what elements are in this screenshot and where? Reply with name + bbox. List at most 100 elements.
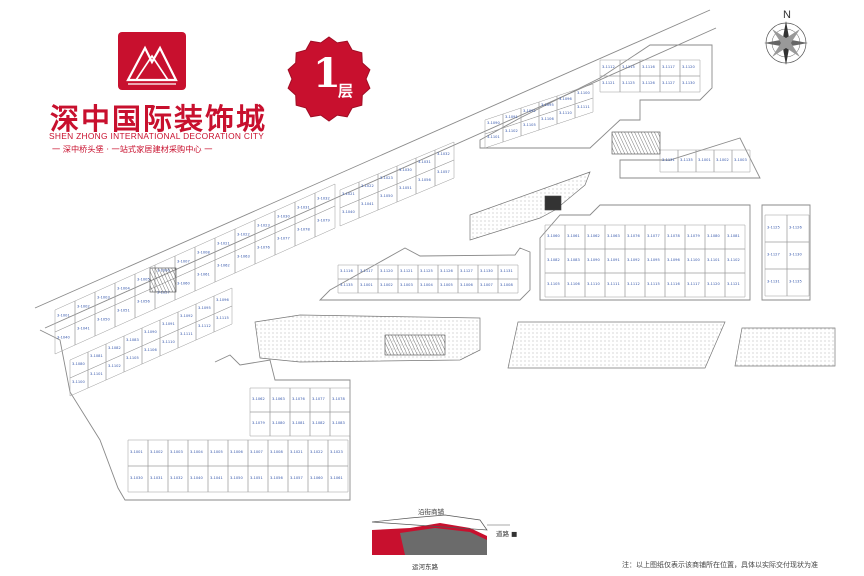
shop-unit[interactable]: [434, 159, 455, 187]
shop-unit-label: 3-1060: [310, 476, 323, 480]
shop-unit-label: 3-1125: [622, 81, 635, 85]
shop-unit-label: 3-1116: [667, 282, 680, 286]
shop-unit-label: 3-1121: [400, 269, 413, 273]
shop-unit-label: 3-1001: [57, 314, 70, 318]
shop-unit-label: 3-1125: [767, 226, 780, 230]
east-annex-outline: [619, 137, 761, 179]
legend-label-right: 道路 ■: [496, 530, 518, 538]
shop-unit-label: 3-1126: [789, 226, 802, 230]
shop-unit-label: 3-1050: [97, 318, 110, 322]
shop-unit-label: 3-1062: [587, 234, 600, 238]
shop-unit-label: 3-1031: [150, 476, 163, 480]
shop-unit-label: 3-1090: [487, 121, 500, 125]
shop-unit-label: 3-1082: [108, 346, 121, 350]
legend-label-bottom: 运河东路: [412, 563, 438, 571]
shop-unit-label: 3-1008: [500, 283, 513, 287]
shop-unit-label: 3-1111: [180, 332, 193, 336]
shop-unit-label: 3-1005: [137, 278, 150, 282]
shop-unit-label: 3-1121: [727, 282, 740, 286]
shop-unit-label: 3-1112: [627, 282, 640, 286]
west-wing-units: 3-10013-10023-10033-10043-10053-10063-10…: [54, 183, 336, 397]
shop-unit[interactable]: [574, 97, 594, 119]
shop-unit-label: 3-1022: [310, 450, 323, 454]
footnote: 注：以上图纸仅表示该商铺所在位置，具体以实际交付现状为准: [622, 561, 818, 569]
shop-unit[interactable]: [329, 411, 351, 437]
shop-unit-label: 3-1101: [487, 135, 500, 139]
shop-unit-label: 3-1021: [342, 192, 355, 196]
shop-unit-label: 3-1061: [330, 476, 343, 480]
shop-unit-label: 3-1110: [162, 340, 175, 344]
shop-unit-label: 3-1051: [399, 186, 412, 190]
escalator-east: [611, 131, 661, 155]
shop-unit-label: 3-1030: [277, 215, 290, 219]
shop-unit-label: 3-1007: [250, 450, 263, 454]
shop-unit-label: 3-1041: [210, 476, 223, 480]
shop-unit-label: 3-1116: [642, 65, 655, 69]
plaza-diagonal: [469, 171, 591, 241]
shop-unit-label: 3-1003: [170, 450, 183, 454]
shop-unit-label: 3-1003: [734, 158, 747, 162]
shop-unit-label: 3-1106: [541, 117, 554, 121]
shop-unit-label: 3-1110: [587, 282, 600, 286]
shop-unit-label: 3-1001: [360, 283, 373, 287]
shop-unit[interactable]: [724, 272, 746, 298]
shop-unit-label: 3-1032: [317, 197, 330, 201]
shop-unit-label: 3-1004: [190, 450, 203, 454]
shop-unit-label: 3-1101: [90, 372, 103, 376]
shop-unit-label: 3-1082: [547, 258, 560, 262]
shop-unit-label: 3-1100: [687, 258, 700, 262]
shop-unit-label: 3-1092: [627, 258, 640, 262]
shop-unit-label: 3-1101: [707, 258, 720, 262]
shop-unit[interactable]: [213, 305, 233, 333]
shop-unit-label: 3-1008: [197, 251, 210, 255]
shop-unit-label: 3-1102: [727, 258, 740, 262]
shop-unit-label: 3-1131: [500, 269, 513, 273]
shop-unit-label: 3-1022: [237, 233, 250, 237]
shop-unit-label: 3-1003: [400, 283, 413, 287]
northeast-units: 3-10903-10913-10923-10953-10963-11003-11…: [484, 59, 751, 173]
shop-unit-label: 3-1077: [647, 234, 660, 238]
shop-unit-label: 3-1120: [380, 269, 393, 273]
compass-icon: [764, 21, 808, 65]
shop-unit-label: 3-1127: [767, 253, 780, 257]
shop-unit-label: 3-1135: [340, 283, 353, 287]
shop-unit-label: 3-1131: [662, 158, 675, 162]
shop-unit[interactable]: [731, 149, 751, 173]
shop-unit[interactable]: [679, 75, 701, 93]
shop-unit-label: 3-1002: [380, 283, 393, 287]
shop-unit-label: 3-1100: [577, 91, 590, 95]
shop-unit-label: 3-1100: [72, 380, 85, 384]
shop-unit-label: 3-1117: [360, 269, 373, 273]
shop-unit-label: 3-1111: [577, 105, 590, 109]
shop-unit[interactable]: [786, 268, 810, 297]
shop-unit-label: 3-1090: [587, 258, 600, 262]
shop-unit-label: 3-1080: [72, 362, 85, 366]
shop-unit-label: 3-1005: [210, 450, 223, 454]
shop-unit-label: 3-1056: [270, 476, 283, 480]
shop-unit-label: 3-1081: [90, 354, 103, 358]
shop-unit[interactable]: [497, 278, 519, 294]
shop-unit-label: 3-1062: [252, 397, 265, 401]
shop-unit-label: 3-1060: [547, 234, 560, 238]
east-block-outline: [539, 204, 751, 301]
stair-west: [149, 267, 177, 293]
shop-unit[interactable]: [314, 205, 336, 238]
shop-unit-label: 3-1115: [647, 282, 660, 286]
floor-badge: [287, 36, 371, 122]
shop-unit-label: 3-1083: [567, 258, 580, 262]
shop-unit-label: 3-1110: [559, 111, 572, 115]
shop-unit-label: 3-1050: [380, 194, 393, 198]
mid-block-outline: [318, 247, 531, 301]
shop-unit-label: 3-1002: [150, 450, 163, 454]
shop-unit-label: 3-1032: [437, 152, 450, 156]
shop-unit-label: 3-1130: [480, 269, 493, 273]
floor-number: 1: [313, 50, 341, 97]
shop-unit-label: 3-1081: [292, 421, 305, 425]
logo-mark: [118, 32, 186, 90]
street-edge-line: [34, 9, 711, 309]
shop-unit-label: 3-1135: [680, 158, 693, 162]
shop-unit-label: 3-1096: [667, 258, 680, 262]
shop-unit[interactable]: [327, 465, 349, 493]
shop-unit-label: 3-1057: [157, 291, 170, 295]
